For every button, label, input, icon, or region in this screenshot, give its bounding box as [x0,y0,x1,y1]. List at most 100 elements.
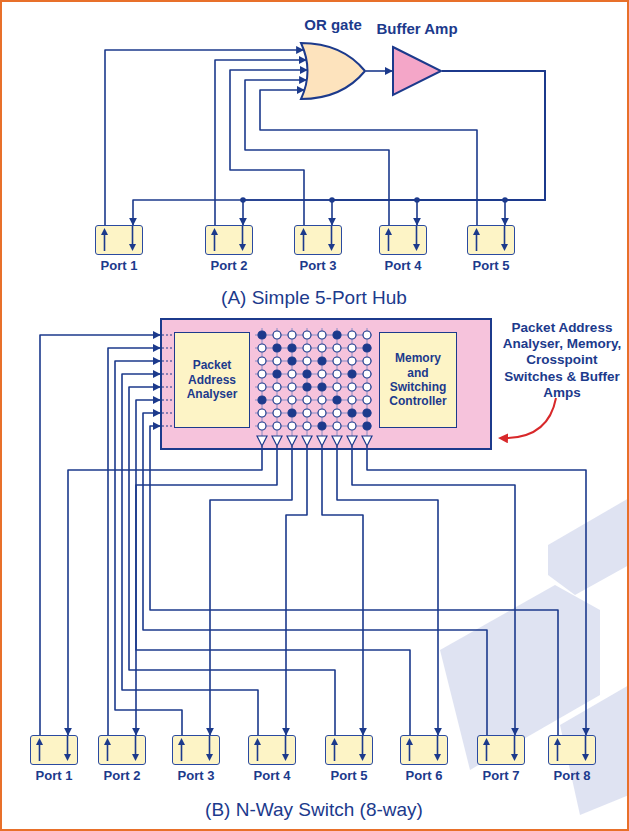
connector-wire [68,450,262,735]
port-box: Port 2 [98,735,146,765]
port-arrows [249,736,294,763]
port-box: Port 2 [205,225,253,255]
port-box: Port 4 [379,225,427,255]
port-box: Port 7 [477,735,525,765]
connector-wire [417,71,545,225]
buffer-amp-triangle [287,436,297,446]
crosspoint-closed [303,383,311,391]
port-in-head [129,244,136,251]
crosspoint-open [318,409,326,417]
port-arrows [295,226,340,253]
port-out-head [254,738,261,745]
controller-box: Memory and Switching Controller [379,332,457,428]
port-in-arrow [242,226,244,247]
port-out-head [406,738,413,745]
input-dotted-line [162,426,172,427]
connector-wire [260,90,477,225]
port-in-arrow [285,736,287,757]
connector-wire [337,450,438,735]
port-arrows [31,736,76,763]
crosspoint-open [273,357,281,365]
crosspoint-closed [363,344,371,352]
crosspoint-open [288,331,296,339]
crosspoint-open [333,357,341,365]
switch-block: Packet Address Analyser, Memory, Crosspo… [160,318,492,450]
connector-wire [210,450,292,735]
port-box: Port 3 [172,735,220,765]
crosspoint-open [333,370,341,378]
port-arrows [549,736,594,763]
connector-wire [286,450,307,735]
crosspoint-open [258,344,266,352]
port-arrows [173,736,218,763]
crosspoint-closed [363,422,371,430]
crosspoint-open [303,331,311,339]
port-arrows [326,736,371,763]
port-in-head [501,244,508,251]
connector-wire [367,450,586,735]
input-dotted-line [162,400,172,401]
crosspoint-open [258,383,266,391]
port-label: Port 1 [101,258,138,274]
or-gate-outline [301,43,365,99]
crosspoint-closed [258,396,266,404]
crosspoint-open [288,370,296,378]
connector-wire [136,400,410,735]
port-in-arrow [132,226,134,247]
buffer-output [276,446,277,448]
port-arrows [478,736,523,763]
port-arrows [380,226,425,253]
connector-wire [150,426,558,735]
port-out-head [36,738,43,745]
connector-wire [40,335,160,735]
junction-dot [502,197,508,203]
box-label: Packet Address Analyser [178,358,246,401]
crosspoint-open [258,370,266,378]
crosspoint-open [273,383,281,391]
crosspoint-closed [288,357,296,365]
crosspoint-closed [273,344,281,352]
port-box: Port 5 [467,225,515,255]
port-in-arrow [514,736,516,757]
port-label: Port 6 [406,768,443,784]
port-in-arrow [416,226,418,247]
port-arrows [468,226,513,253]
decor-band [548,498,629,595]
crosspoint-closed [318,422,326,430]
port-in-arrow [331,226,333,247]
crosspoint-closed [318,383,326,391]
buffer-output [366,446,367,448]
crosspoint-closed [348,409,356,417]
buffer-amp-triangle [317,436,327,446]
port-in-head [511,754,518,761]
box-label: Memory and Switching Controller [383,351,453,409]
buffer-amp-triangle [257,436,267,446]
port-box: Port 3 [294,225,342,255]
connector-wire [352,450,515,735]
crosspoint-open [303,357,311,365]
crosspoint-open [348,396,356,404]
junction-dot [329,197,335,203]
crosspoint-closed [333,331,341,339]
port-in-head [582,754,589,761]
buffer-amp-triangle [347,436,357,446]
crosspoint-closed [318,357,326,365]
buffer-amp-triangle [302,436,312,446]
port-arrows [99,736,144,763]
input-dotted-line [162,413,172,414]
crosspoint-open [363,331,371,339]
port-in-arrow [362,736,364,757]
port-out-head [483,738,490,745]
connector-wire [245,80,389,225]
callout-arrow [500,398,556,438]
port-in-head [132,754,139,761]
crosspoint-open [303,344,311,352]
crosspoint-open [303,422,311,430]
part-caption: (A) Simple 5-Port Hub [221,287,407,309]
controller-box: Packet Address Analyser [174,332,250,428]
crosspoint-open [273,396,281,404]
port-out-head [331,738,338,745]
input-dotted-line [162,361,172,362]
component-label: OR gate [304,16,362,34]
